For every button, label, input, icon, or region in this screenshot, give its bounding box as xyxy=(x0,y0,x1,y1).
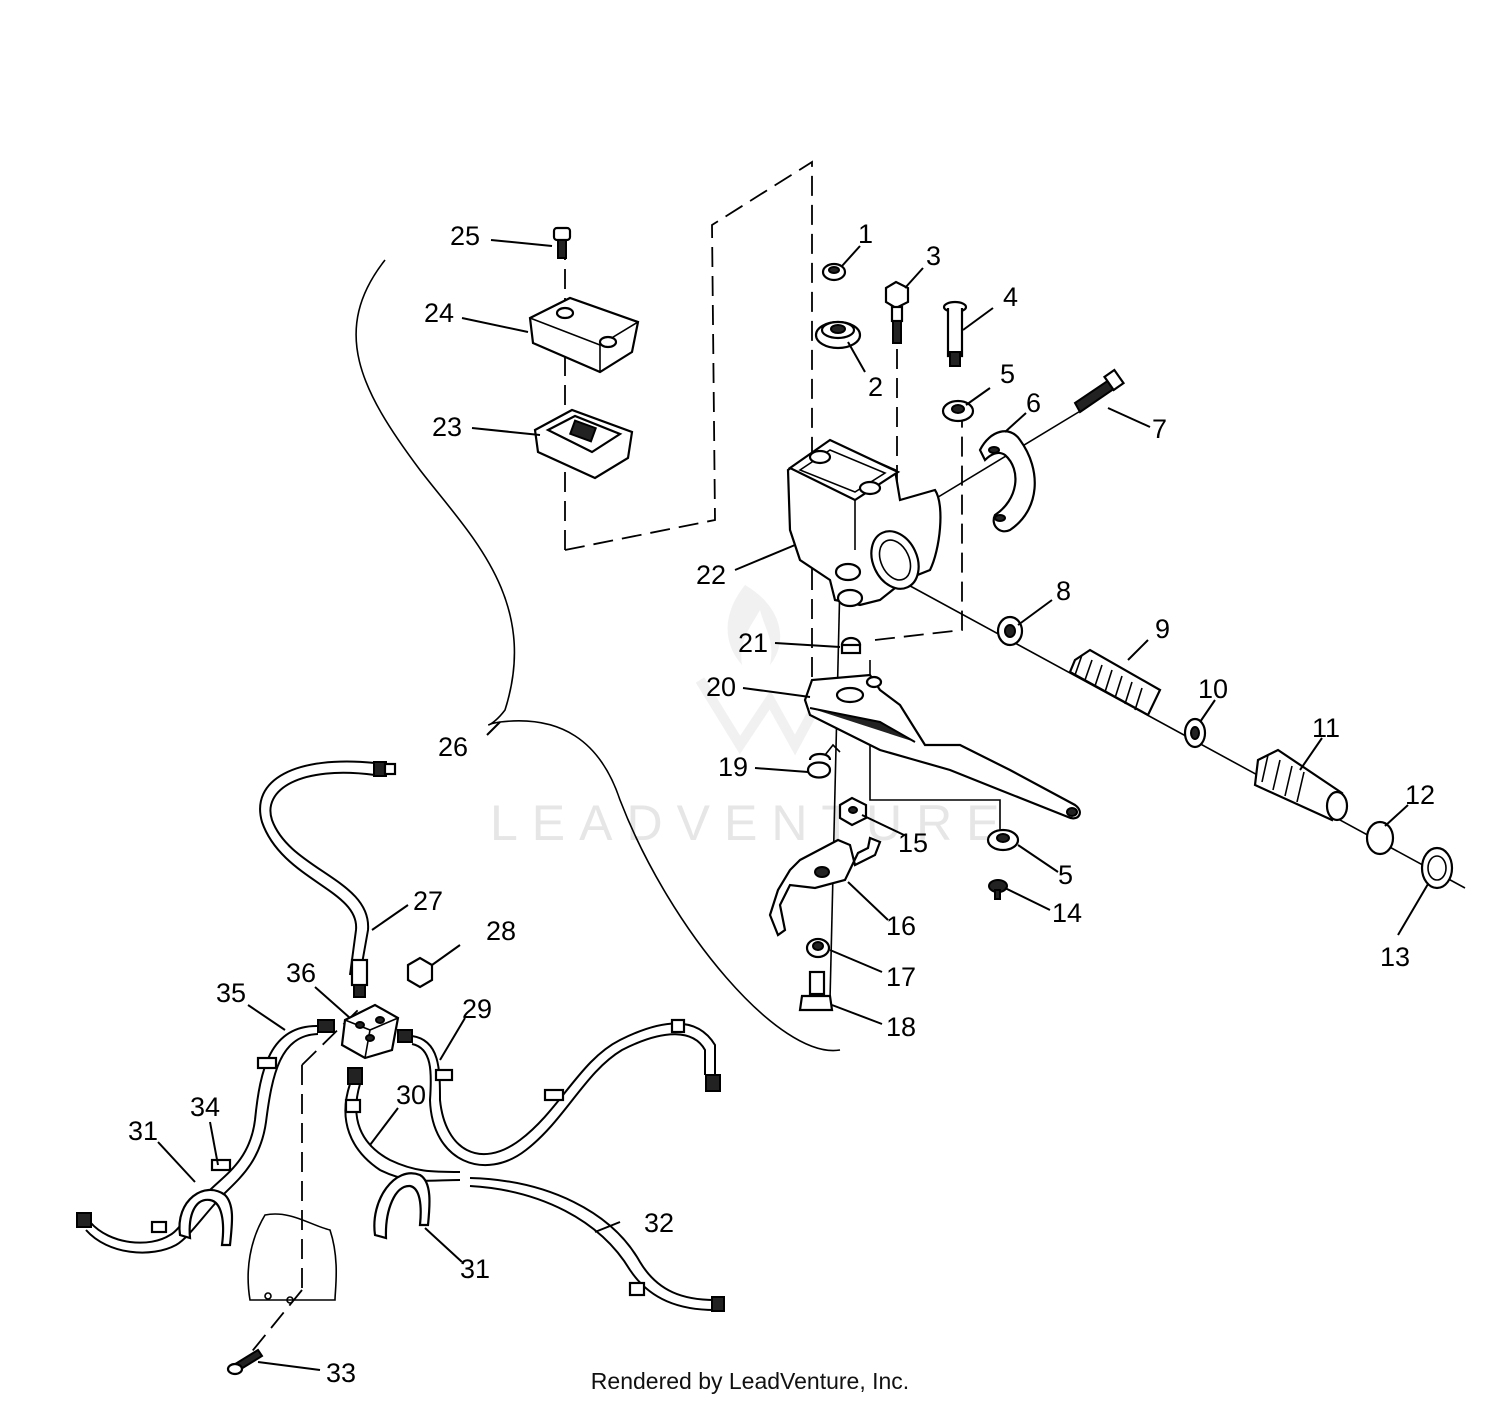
label-2: 2 xyxy=(868,372,883,402)
part-23-diaphragm xyxy=(533,408,634,480)
watermark-logo xyxy=(695,585,835,756)
label-10: 10 xyxy=(1198,674,1228,704)
part-11-piston xyxy=(1253,748,1349,822)
label-23: 23 xyxy=(432,412,462,442)
part-7-clamp-screw xyxy=(1073,368,1126,414)
part-17-washer xyxy=(805,937,831,959)
part-6-clamp xyxy=(978,430,1036,533)
part-3-bolt xyxy=(884,280,910,344)
label-3: 3 xyxy=(926,241,941,271)
part-21-bushing xyxy=(840,636,862,655)
label-11: 11 xyxy=(1312,713,1340,743)
part-9-spring xyxy=(1068,648,1162,717)
part-10-washer xyxy=(1183,717,1207,749)
part-5-washer-lower xyxy=(986,828,1020,852)
label-32: 32 xyxy=(644,1208,674,1238)
label-29: 29 xyxy=(462,994,492,1024)
part-18-bolt xyxy=(798,970,834,1012)
part-15-nut xyxy=(838,796,868,827)
label-14: 14 xyxy=(1052,898,1082,928)
label-5-lower: 5 xyxy=(1058,860,1073,890)
brake-hoses xyxy=(76,760,725,1312)
label-35: 35 xyxy=(216,978,246,1008)
part-14-nut xyxy=(988,879,1008,900)
label-5: 5 xyxy=(1000,359,1015,389)
label-36: 36 xyxy=(286,958,316,988)
part-24-reservoir-cover xyxy=(528,296,640,374)
part-16-switch-bracket xyxy=(768,836,882,937)
part-labels: 1 2 3 4 5 6 7 8 9 10 11 12 13 14 15 16 1… xyxy=(128,219,1435,1388)
part-19-torsion-spring xyxy=(806,743,841,779)
part-22-master-cylinder xyxy=(786,438,942,608)
label-24: 24 xyxy=(424,298,454,328)
part-4-pivot-pin xyxy=(942,300,968,367)
label-4: 4 xyxy=(1003,282,1018,312)
clamp-screw-axis xyxy=(924,409,1083,506)
label-21: 21 xyxy=(738,628,768,658)
label-1: 1 xyxy=(858,219,873,249)
label-8: 8 xyxy=(1056,576,1071,606)
label-12: 12 xyxy=(1405,780,1435,810)
label-18: 18 xyxy=(886,1012,916,1042)
label-28: 28 xyxy=(486,916,516,946)
part-20-brake-lever xyxy=(803,673,1081,820)
label-22: 22 xyxy=(696,560,726,590)
label-15: 15 xyxy=(898,828,928,858)
label-9: 9 xyxy=(1155,614,1170,644)
label-16: 16 xyxy=(886,911,916,941)
label-30: 30 xyxy=(396,1080,426,1110)
label-31-right: 31 xyxy=(460,1254,490,1284)
label-34: 34 xyxy=(190,1092,220,1122)
bracket-curve-26 xyxy=(355,259,841,1052)
label-26: 26 xyxy=(438,732,468,762)
part-13-boot xyxy=(1420,846,1454,890)
part-2-washer xyxy=(814,320,862,350)
label-31-left: 31 xyxy=(128,1116,158,1146)
label-25: 25 xyxy=(450,221,480,251)
label-17: 17 xyxy=(886,962,916,992)
label-20: 20 xyxy=(706,672,736,702)
label-6: 6 xyxy=(1026,388,1041,418)
part-5-washer-upper xyxy=(941,399,975,423)
label-7: 7 xyxy=(1152,414,1167,444)
leader-lines xyxy=(157,239,1429,1371)
part-33-screw xyxy=(226,1348,264,1376)
watermark: LEADVENTURE xyxy=(490,585,1014,851)
watermark-text: LEADVENTURE xyxy=(490,795,1014,851)
part-1-cap xyxy=(821,262,847,282)
part-8-washer xyxy=(996,615,1024,647)
part-12-seal xyxy=(1365,820,1395,856)
footer-credit: Rendered by LeadVenture, Inc. xyxy=(590,1368,910,1394)
part-25-screw xyxy=(552,226,572,259)
label-27: 27 xyxy=(413,886,443,916)
label-19: 19 xyxy=(718,752,748,782)
label-13: 13 xyxy=(1380,942,1410,972)
label-33: 33 xyxy=(326,1358,356,1388)
